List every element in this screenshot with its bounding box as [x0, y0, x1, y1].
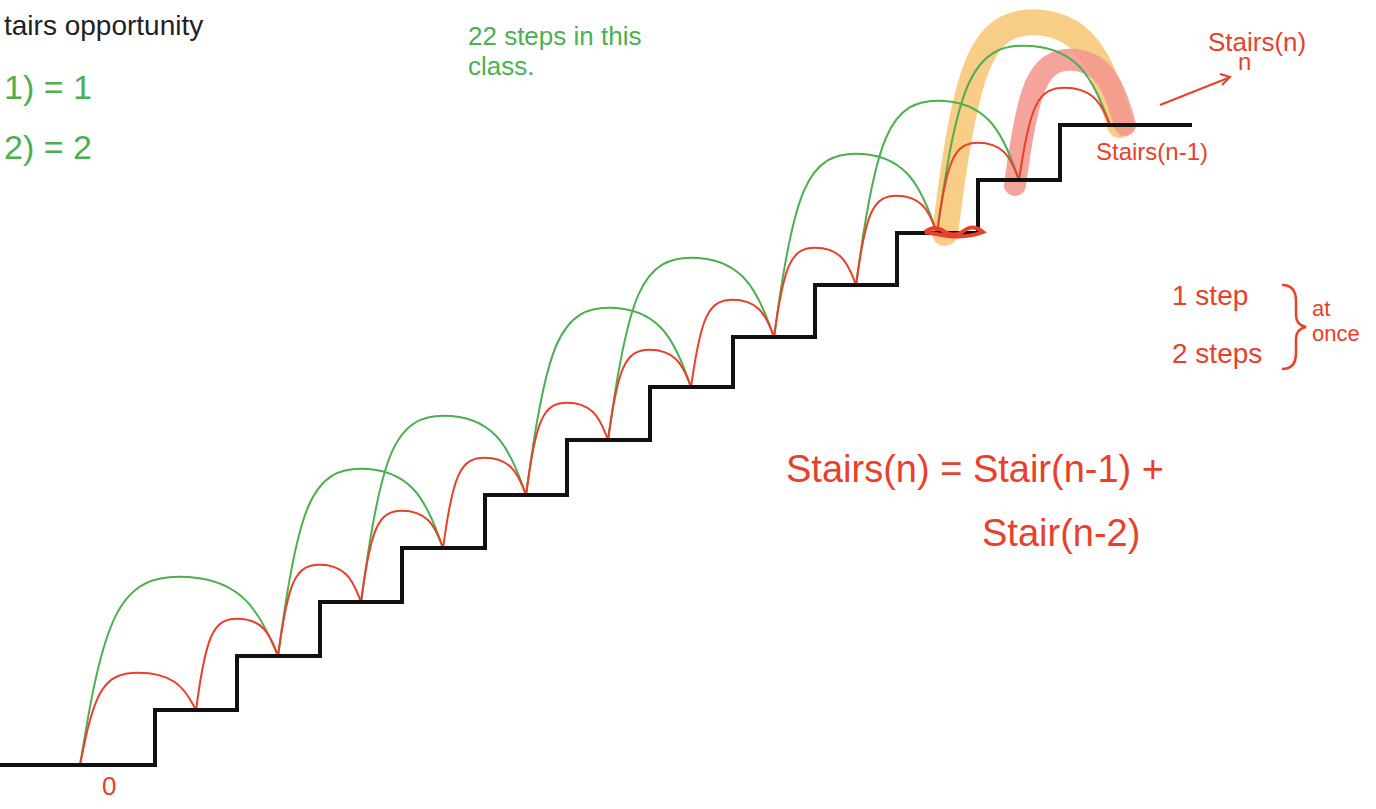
note: 2 steps	[1172, 338, 1262, 370]
pointer-head	[1220, 74, 1230, 85]
two-step-arc	[361, 416, 526, 602]
two-step-arc	[608, 258, 774, 440]
equation: Stair(n-2)	[982, 512, 1140, 556]
base-case: 2) = 2	[4, 128, 92, 167]
two-step-arc	[278, 469, 443, 656]
one-step-arc	[80, 673, 196, 765]
scribble-mark	[925, 227, 983, 236]
note: at once	[1312, 296, 1368, 347]
equation: Stairs(n) = Stair(n-1) +	[786, 448, 1164, 492]
two-step-arc	[856, 101, 1019, 285]
function-label: Stairs(n)	[1208, 28, 1306, 58]
two-step-arc	[80, 577, 278, 765]
two-step-arc	[774, 154, 937, 337]
variable-label: n	[1238, 48, 1251, 76]
note: 22 steps in this class.	[468, 22, 658, 82]
base-case: 1) = 1	[4, 68, 92, 107]
two-step-arc	[526, 308, 691, 495]
brace	[1282, 285, 1306, 369]
step-number: 0	[102, 772, 116, 802]
title: tairs opportunity	[4, 10, 203, 42]
highlight-arc	[1015, 60, 1125, 185]
pointer-line	[1160, 78, 1228, 105]
one-step-arc	[1019, 88, 1110, 180]
note: 1 step	[1172, 280, 1248, 312]
two-step-arc	[937, 46, 1110, 233]
staircase	[0, 125, 1192, 765]
function-label: Stairs(n-1)	[1096, 138, 1208, 166]
